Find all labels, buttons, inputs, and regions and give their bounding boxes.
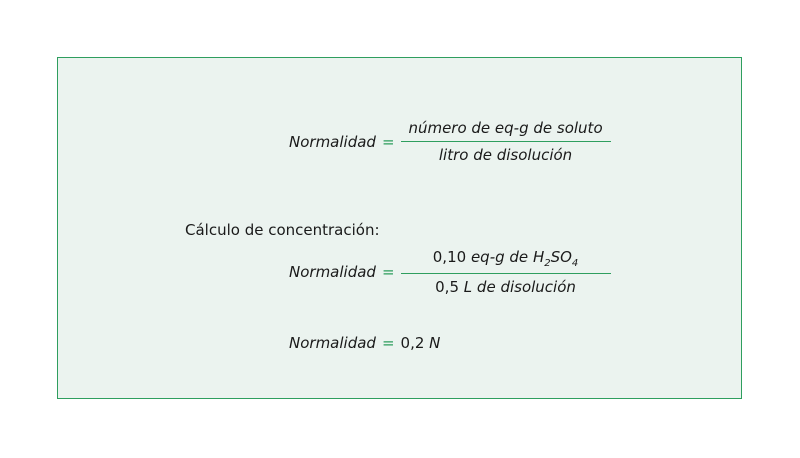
fraction-denominator: litro de disolución [438, 146, 573, 164]
numerator-unit: eq-g de [470, 248, 529, 266]
formula-subscript-2: 2 [544, 258, 551, 269]
numerator-value: 0,10 [432, 248, 467, 266]
fraction: número de eq-g de soluto litro de disolu… [400, 119, 611, 164]
result-value: 0,2 [400, 334, 425, 352]
denominator-unit-l: L [463, 278, 473, 296]
equals-sign: = [381, 334, 395, 352]
formula-subscript-4: 4 [571, 258, 579, 269]
equals-sign: = [381, 132, 395, 151]
fraction: 0,10 eq-g de H2SO4 0,5 L de disolución [400, 248, 611, 296]
fraction-numerator: número de eq-g de soluto [408, 119, 603, 137]
formula-lhs: Normalidad [289, 132, 376, 151]
formula-so: SO [550, 248, 572, 266]
fraction-bar [400, 273, 611, 274]
fraction-denominator: 0,5 L de disolución [435, 278, 576, 296]
formula-lhs: Normalidad [289, 263, 376, 281]
formula-lhs: Normalidad [289, 334, 376, 352]
denominator-rest: de disolución [476, 278, 576, 296]
chemical-formula: H2SO4 [532, 248, 579, 269]
normality-definition-formula: Normalidad = número de eq-g de soluto li… [289, 119, 611, 164]
formula-panel [57, 57, 742, 399]
normality-calculation-formula: Normalidad = 0,10 eq-g de H2SO4 0,5 L de… [289, 248, 611, 296]
fraction-bar [400, 141, 611, 142]
denominator-value: 0,5 [435, 278, 459, 296]
section-label: Cálculo de concentración: [185, 221, 380, 239]
formula-h: H [532, 248, 545, 266]
fraction-numerator: 0,10 eq-g de H2SO4 [433, 248, 579, 269]
equals-sign: = [381, 263, 395, 281]
normality-result-formula: Normalidad = 0,2 N [289, 334, 440, 352]
result-unit: N [429, 334, 441, 352]
